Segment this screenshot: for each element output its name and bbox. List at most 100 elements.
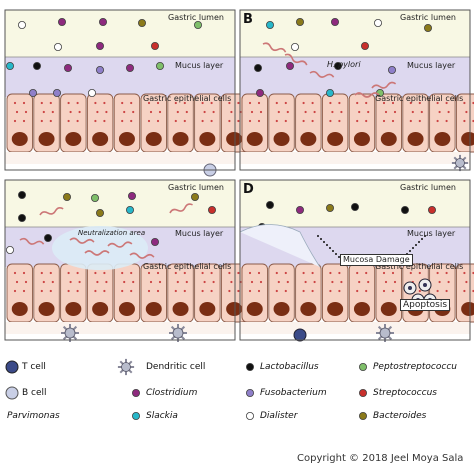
bacterium-icon (155, 62, 164, 71)
bacterium-icon (58, 17, 67, 26)
bacterium-icon (127, 191, 136, 200)
bacterium-icon (400, 205, 409, 214)
granule (201, 119, 204, 123)
granule (284, 271, 287, 275)
bacterium-icon (190, 192, 199, 201)
panel-letter-b: B (243, 12, 253, 27)
granule (149, 280, 153, 284)
granule (358, 110, 361, 114)
granule (356, 289, 359, 293)
granule (275, 271, 278, 275)
cell-nucleus (434, 132, 451, 146)
granule (391, 289, 395, 293)
bacterium-icon (53, 89, 62, 98)
bacterium-icon (373, 18, 382, 27)
granule (391, 119, 395, 123)
granule (420, 110, 423, 114)
granule (418, 119, 421, 123)
granule (445, 119, 448, 123)
granule (103, 289, 106, 293)
granule (418, 289, 421, 293)
lamina-propria (240, 152, 470, 164)
granule (130, 119, 133, 123)
h-pylori-icon (84, 250, 110, 256)
panel-a-mucus-label: Mucus layer (175, 61, 224, 70)
apoptotic-nucleus (423, 283, 427, 287)
granule (185, 280, 188, 284)
granule (94, 119, 97, 123)
legend-label-t-cell: T cell (22, 362, 46, 372)
cell-nucleus (65, 132, 82, 146)
granule (156, 101, 160, 105)
bacterium-icon (88, 89, 97, 98)
bacterium-icon (265, 20, 274, 29)
granule (382, 289, 386, 293)
granule (304, 280, 307, 284)
granule (365, 289, 368, 293)
bacterium-icon (150, 42, 159, 51)
panel-a (5, 10, 248, 177)
bacterium-icon (131, 388, 140, 397)
panel-frame (239, 9, 471, 171)
t-cell-icon (5, 360, 19, 374)
cell-nucleus (300, 302, 317, 316)
bacterium-icon (126, 205, 135, 214)
cell-nucleus (38, 132, 55, 146)
granule (123, 110, 126, 114)
bacterium-icon (325, 89, 334, 98)
panel-frame (4, 9, 236, 171)
granule (367, 110, 370, 114)
granule (147, 119, 151, 123)
granule (331, 280, 334, 284)
debris-dot (326, 244, 328, 246)
debris-dot (323, 241, 325, 243)
granule (463, 289, 466, 293)
granule (447, 280, 450, 284)
granule (13, 119, 17, 123)
legend-label-bacteroides: Bacteroides (373, 411, 427, 421)
granule (201, 289, 204, 293)
granule (22, 289, 26, 293)
neutralization-area-label: Neutralization area (78, 229, 146, 237)
bacterium-icon (358, 388, 367, 397)
dendritic-cell-body (379, 327, 391, 339)
cell-nucleus (199, 302, 216, 316)
granule (329, 271, 332, 275)
bacterium-icon (333, 62, 342, 71)
debris-dot (338, 256, 340, 258)
granule (201, 101, 204, 105)
h-pylori-icon (284, 53, 308, 66)
granule (393, 280, 397, 284)
cell-nucleus (145, 302, 162, 316)
granule (22, 101, 26, 105)
granule (24, 280, 28, 284)
granule (447, 110, 450, 114)
granule (49, 271, 52, 275)
panel-frame (4, 179, 236, 341)
granule (257, 119, 261, 123)
bacterium-icon (350, 202, 359, 211)
cell-nucleus (273, 302, 290, 316)
bacterium-icon (358, 411, 367, 420)
cell-nucleus (172, 132, 189, 146)
granule (237, 119, 240, 123)
granule (147, 289, 151, 293)
panel-c (5, 180, 248, 342)
granule (40, 119, 43, 123)
granule (96, 110, 99, 114)
mucus-layer-region (5, 57, 235, 97)
cell-nucleus (461, 302, 474, 316)
granule (257, 101, 261, 105)
mucus-layer-region (240, 57, 470, 97)
granule (76, 101, 79, 105)
panel-a-epi-label: Gastric epithelial cells (143, 94, 232, 103)
bacterium-icon (33, 62, 42, 71)
bacterium-icon (358, 362, 367, 371)
cell-nucleus (11, 132, 28, 146)
granule (391, 271, 395, 275)
granule (356, 101, 359, 105)
bacterium-icon (99, 17, 108, 26)
granule (15, 280, 19, 284)
granule (311, 101, 314, 105)
granule (51, 110, 54, 114)
